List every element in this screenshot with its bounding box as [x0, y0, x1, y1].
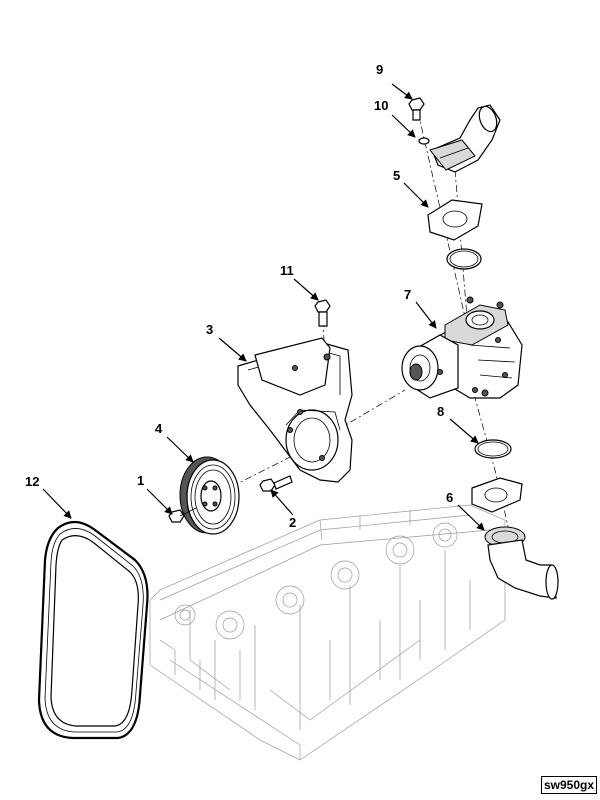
crankshaft-pulley [179, 456, 240, 535]
o-ring-upper [446, 248, 482, 270]
leader-arrows [42, 83, 485, 531]
washer [418, 137, 430, 145]
engine-block [149, 504, 506, 761]
elbow-bolt [408, 97, 425, 121]
water-pump-assembly [401, 296, 523, 399]
callout-9: 9 [376, 62, 383, 77]
mounting-bracket [237, 337, 353, 483]
callout-7: 7 [404, 287, 411, 302]
callout-10: 10 [374, 98, 388, 113]
callout-labels: 9 10 5 11 7 3 8 4 12 1 6 2 [25, 62, 453, 530]
lower-coolant-elbow [484, 526, 559, 600]
serpentine-belt [37, 520, 149, 740]
callout-11: 11 [280, 263, 294, 278]
callout-1: 1 [137, 473, 144, 488]
bracket-bolt [259, 475, 293, 492]
callout-5: 5 [393, 168, 400, 183]
callout-12: 12 [25, 474, 39, 489]
engine-cylinder-ports [174, 522, 458, 640]
pulley-bolt [168, 507, 197, 523]
callout-4: 4 [155, 421, 163, 436]
bracket-top-bolt [314, 299, 331, 327]
callout-6: 6 [446, 490, 453, 505]
o-ring-lower [474, 439, 512, 459]
upper-gasket [427, 199, 483, 241]
callout-2: 2 [289, 515, 296, 530]
lower-gasket [471, 477, 523, 513]
upper-coolant-elbow [429, 104, 501, 173]
callout-8: 8 [437, 404, 444, 419]
figure-reference-code: sw950gx [541, 776, 597, 794]
callout-3: 3 [206, 322, 213, 337]
